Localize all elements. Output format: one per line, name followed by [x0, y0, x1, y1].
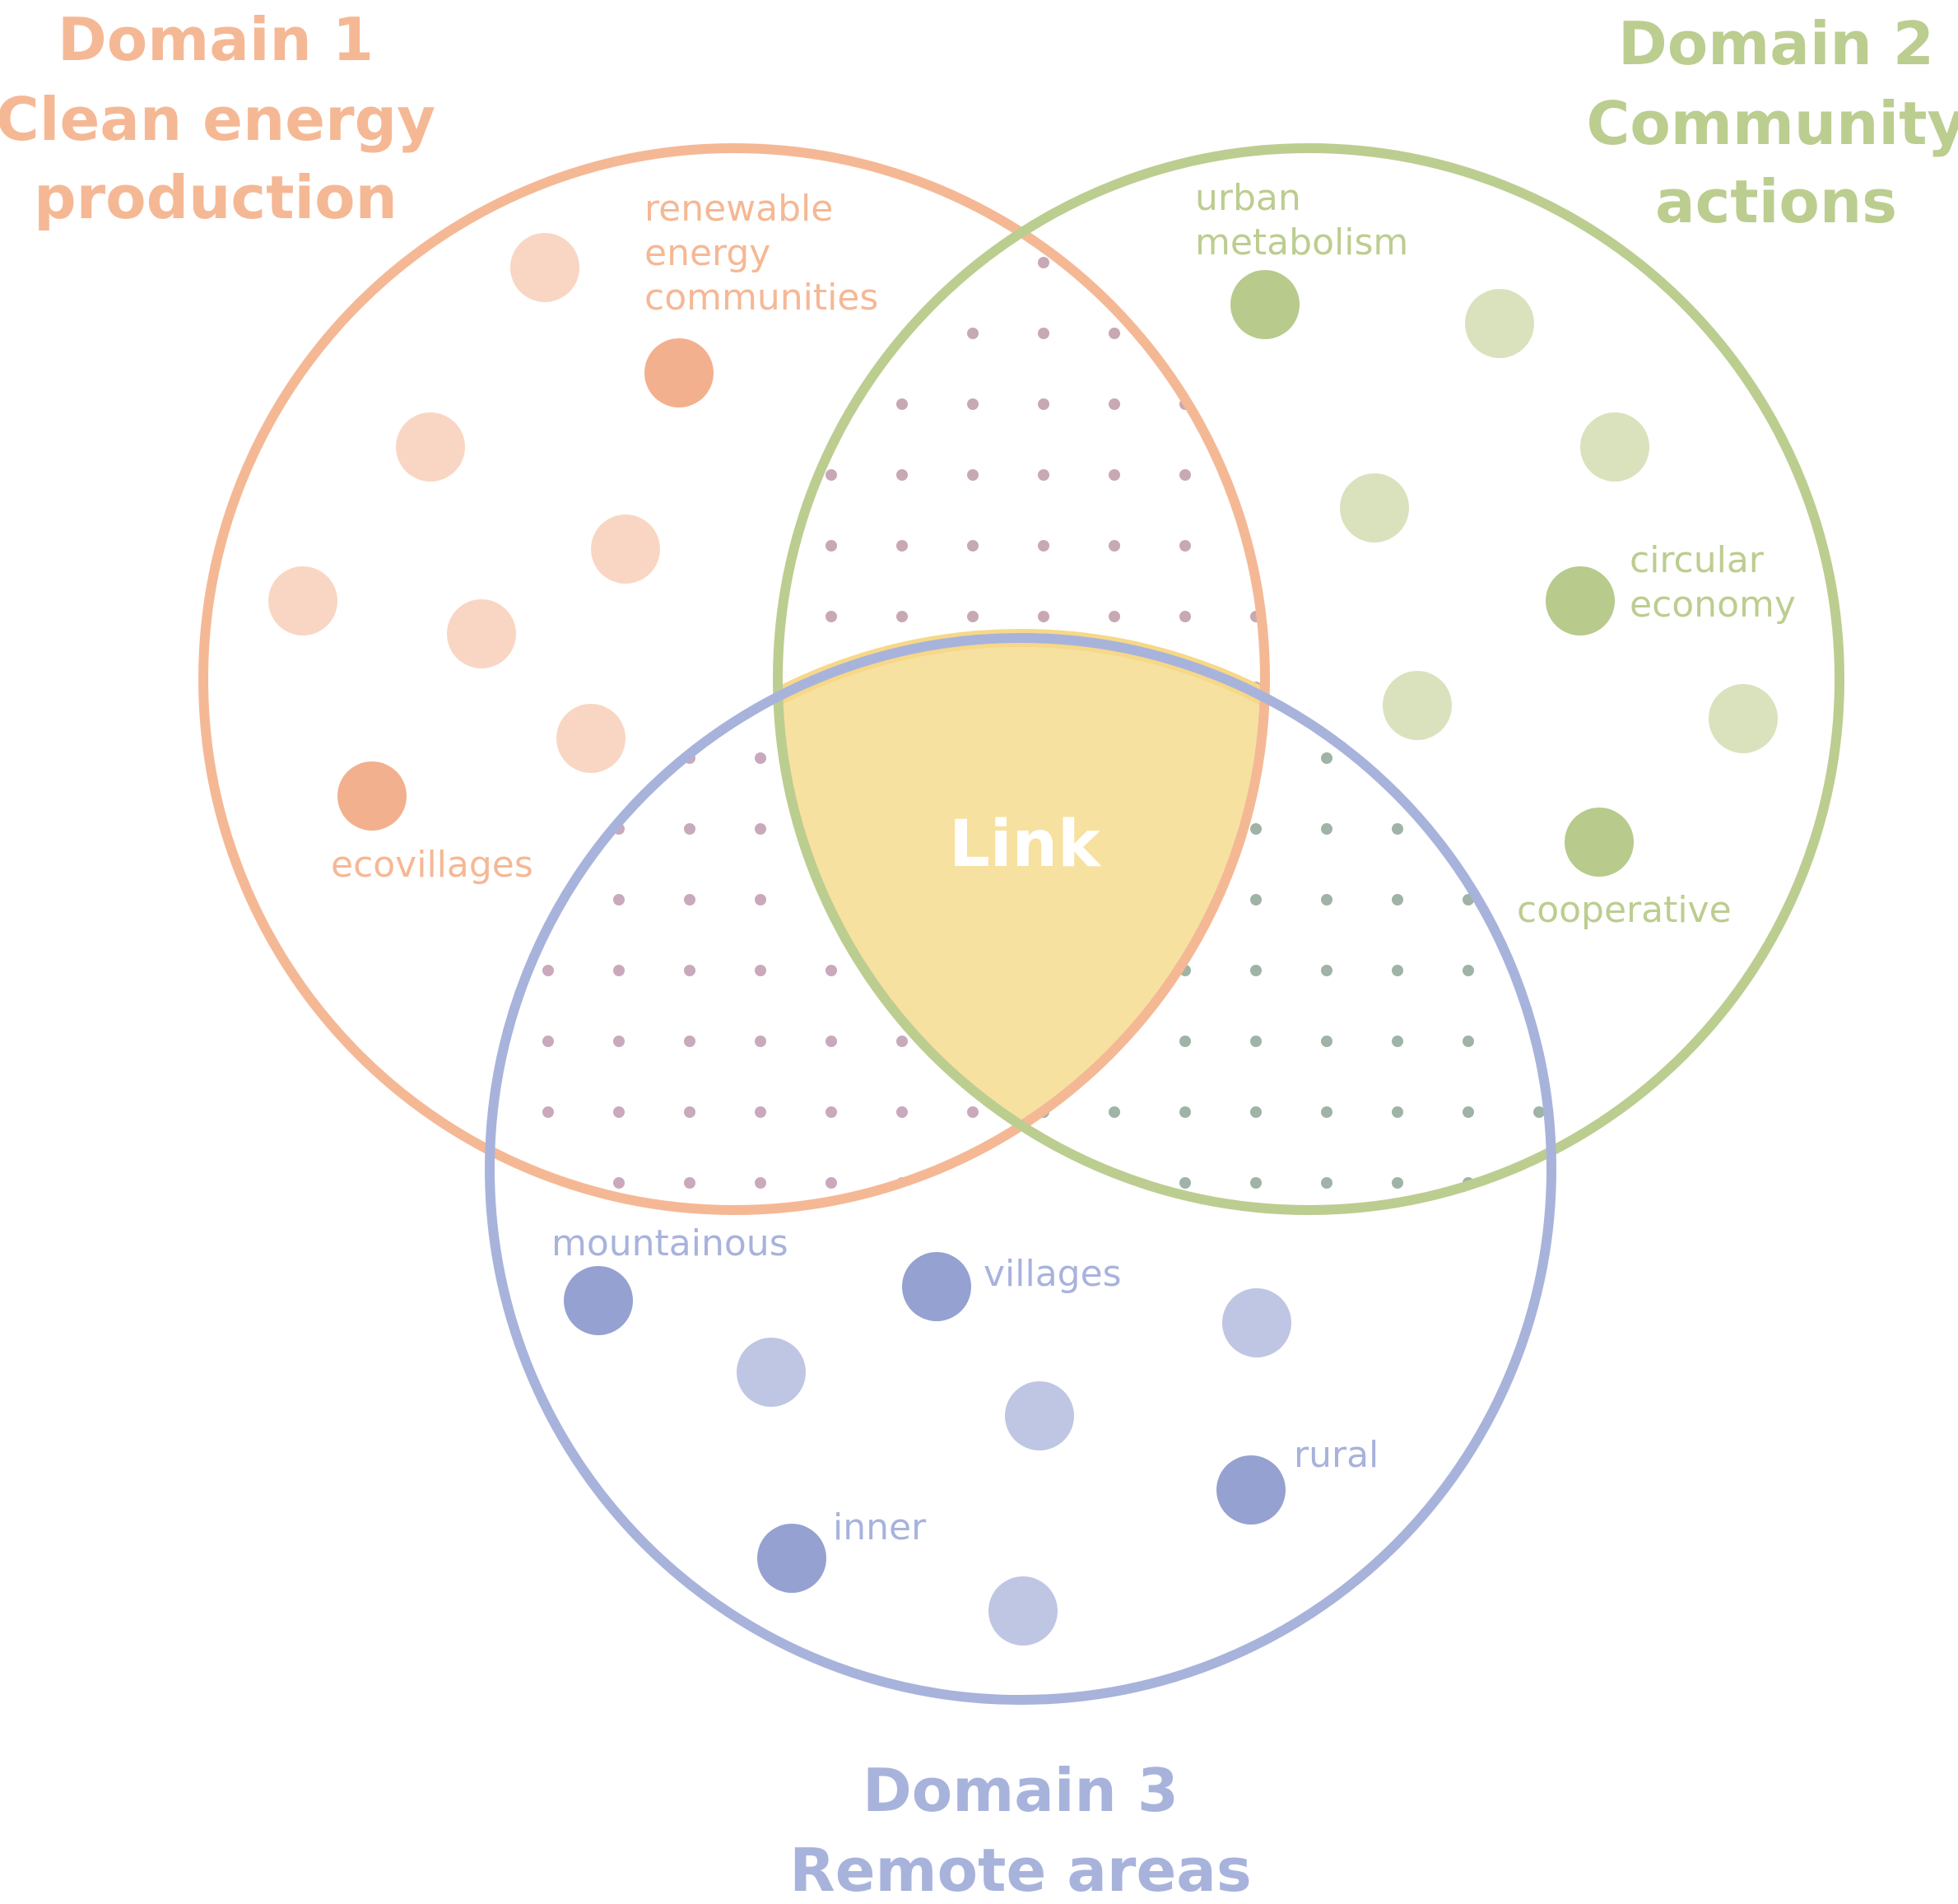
dot: [1340, 473, 1409, 542]
label-ecovillages: ecovillages: [331, 844, 533, 886]
dot: [1465, 289, 1534, 358]
dot: [447, 599, 516, 668]
label-renewable-line1: renewable: [644, 188, 833, 230]
dot: [1005, 1381, 1074, 1450]
label-cooperative: cooperative: [1517, 889, 1732, 931]
dot: [556, 704, 626, 773]
dot-highlight: [1546, 566, 1615, 635]
dot: [1709, 684, 1778, 753]
label-urban-line1: urban: [1195, 177, 1301, 219]
label-circular-line2: economy: [1630, 584, 1796, 626]
dot: [268, 566, 337, 635]
dot: [1580, 412, 1649, 482]
dot: [1222, 1288, 1291, 1357]
dot: [591, 514, 660, 584]
dot-highlight: [902, 1252, 971, 1321]
dot-highlight: [1565, 808, 1634, 877]
dot-highlight: [757, 1524, 826, 1593]
label-mountainous: mountainous: [551, 1222, 788, 1264]
label-inner: inner: [833, 1506, 927, 1548]
dot-highlight: [1230, 270, 1300, 339]
domain3-title: Domain 3 Remote areas: [789, 1756, 1251, 1904]
label-villages: villages: [984, 1253, 1122, 1295]
dot-highlight: [1216, 1455, 1286, 1525]
domain1-title-line2: Clean energy: [0, 85, 435, 154]
domain1-title: Domain 1 Clean energy production: [0, 5, 435, 232]
label-renewable-line3: communities: [644, 277, 878, 319]
domain1-title-line1: Domain 1: [58, 5, 374, 74]
dot: [1383, 671, 1452, 740]
label-rural: rural: [1294, 1434, 1379, 1476]
domain2-title-line3: actions: [1655, 167, 1897, 236]
label-urban-line2: metabolism: [1195, 221, 1408, 263]
dot-highlight: [337, 761, 407, 831]
dot: [988, 1576, 1058, 1646]
domain3-dots: [564, 1252, 1291, 1646]
label-renewable-line2: energy: [644, 232, 770, 274]
domain2-title-line1: Domain 2: [1618, 9, 1934, 78]
dot: [396, 412, 465, 482]
link-label: Link: [949, 808, 1102, 882]
dot-highlight: [564, 1266, 633, 1335]
dot: [737, 1338, 806, 1407]
domain2-title: Domain 2 Community actions: [1587, 9, 1958, 236]
label-circular-line1: circular: [1630, 539, 1765, 581]
domain1-dots: [268, 233, 714, 831]
domain3-title-line1: Domain 3: [863, 1756, 1179, 1825]
domain2-title-line2: Community: [1587, 89, 1958, 158]
domain1-circle: [198, 143, 1270, 1215]
domain1-title-line3: production: [34, 163, 398, 232]
domain2-circle: [773, 143, 1844, 1215]
domain3-circle: [485, 633, 1556, 1705]
dot: [510, 233, 579, 302]
domain2-dots: [1230, 270, 1778, 877]
domain3-title-line2: Remote areas: [789, 1836, 1251, 1904]
dot-highlight: [644, 338, 714, 407]
